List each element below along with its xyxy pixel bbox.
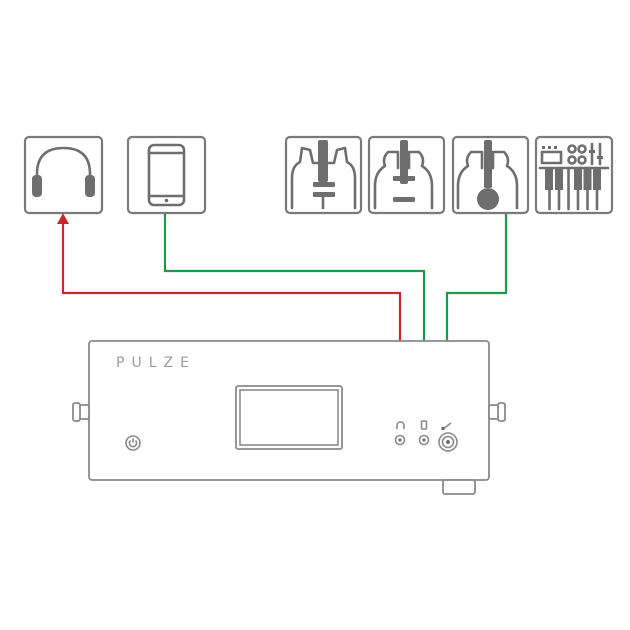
electric-acoustic-guitar-box [367,135,446,215]
left-side-knob [72,402,90,422]
headphones-box [23,135,104,215]
electric-guitar-icon [290,140,357,210]
right-side-knob [488,402,506,422]
phone-jack-icon [420,420,428,430]
instrument-jack-icon [441,422,452,431]
headphones-icon [32,146,95,197]
acoustic-guitar-icon [456,140,519,210]
instrument-jack[interactable] [438,422,458,452]
synthesizer-keyboard-icon [538,142,610,211]
brand-logo: PULZE [116,355,196,371]
acoustic-guitar-box [451,135,530,215]
headphone-jack-icon [396,421,405,429]
smartphone-icon [147,143,186,207]
headphone-jack[interactable] [394,421,406,446]
display-screen [235,385,343,450]
rear-foot [442,479,476,495]
arrow-to-headphones [57,213,69,224]
aux-jack[interactable] [418,420,430,446]
electric-guitar-box [284,135,363,215]
synthesizer-box [534,135,614,215]
pulze-device: PULZE [72,340,506,495]
smartphone-box [126,135,207,215]
electric-acoustic-guitar-icon [373,140,434,210]
power-icon [128,438,138,448]
power-button[interactable] [125,435,141,451]
